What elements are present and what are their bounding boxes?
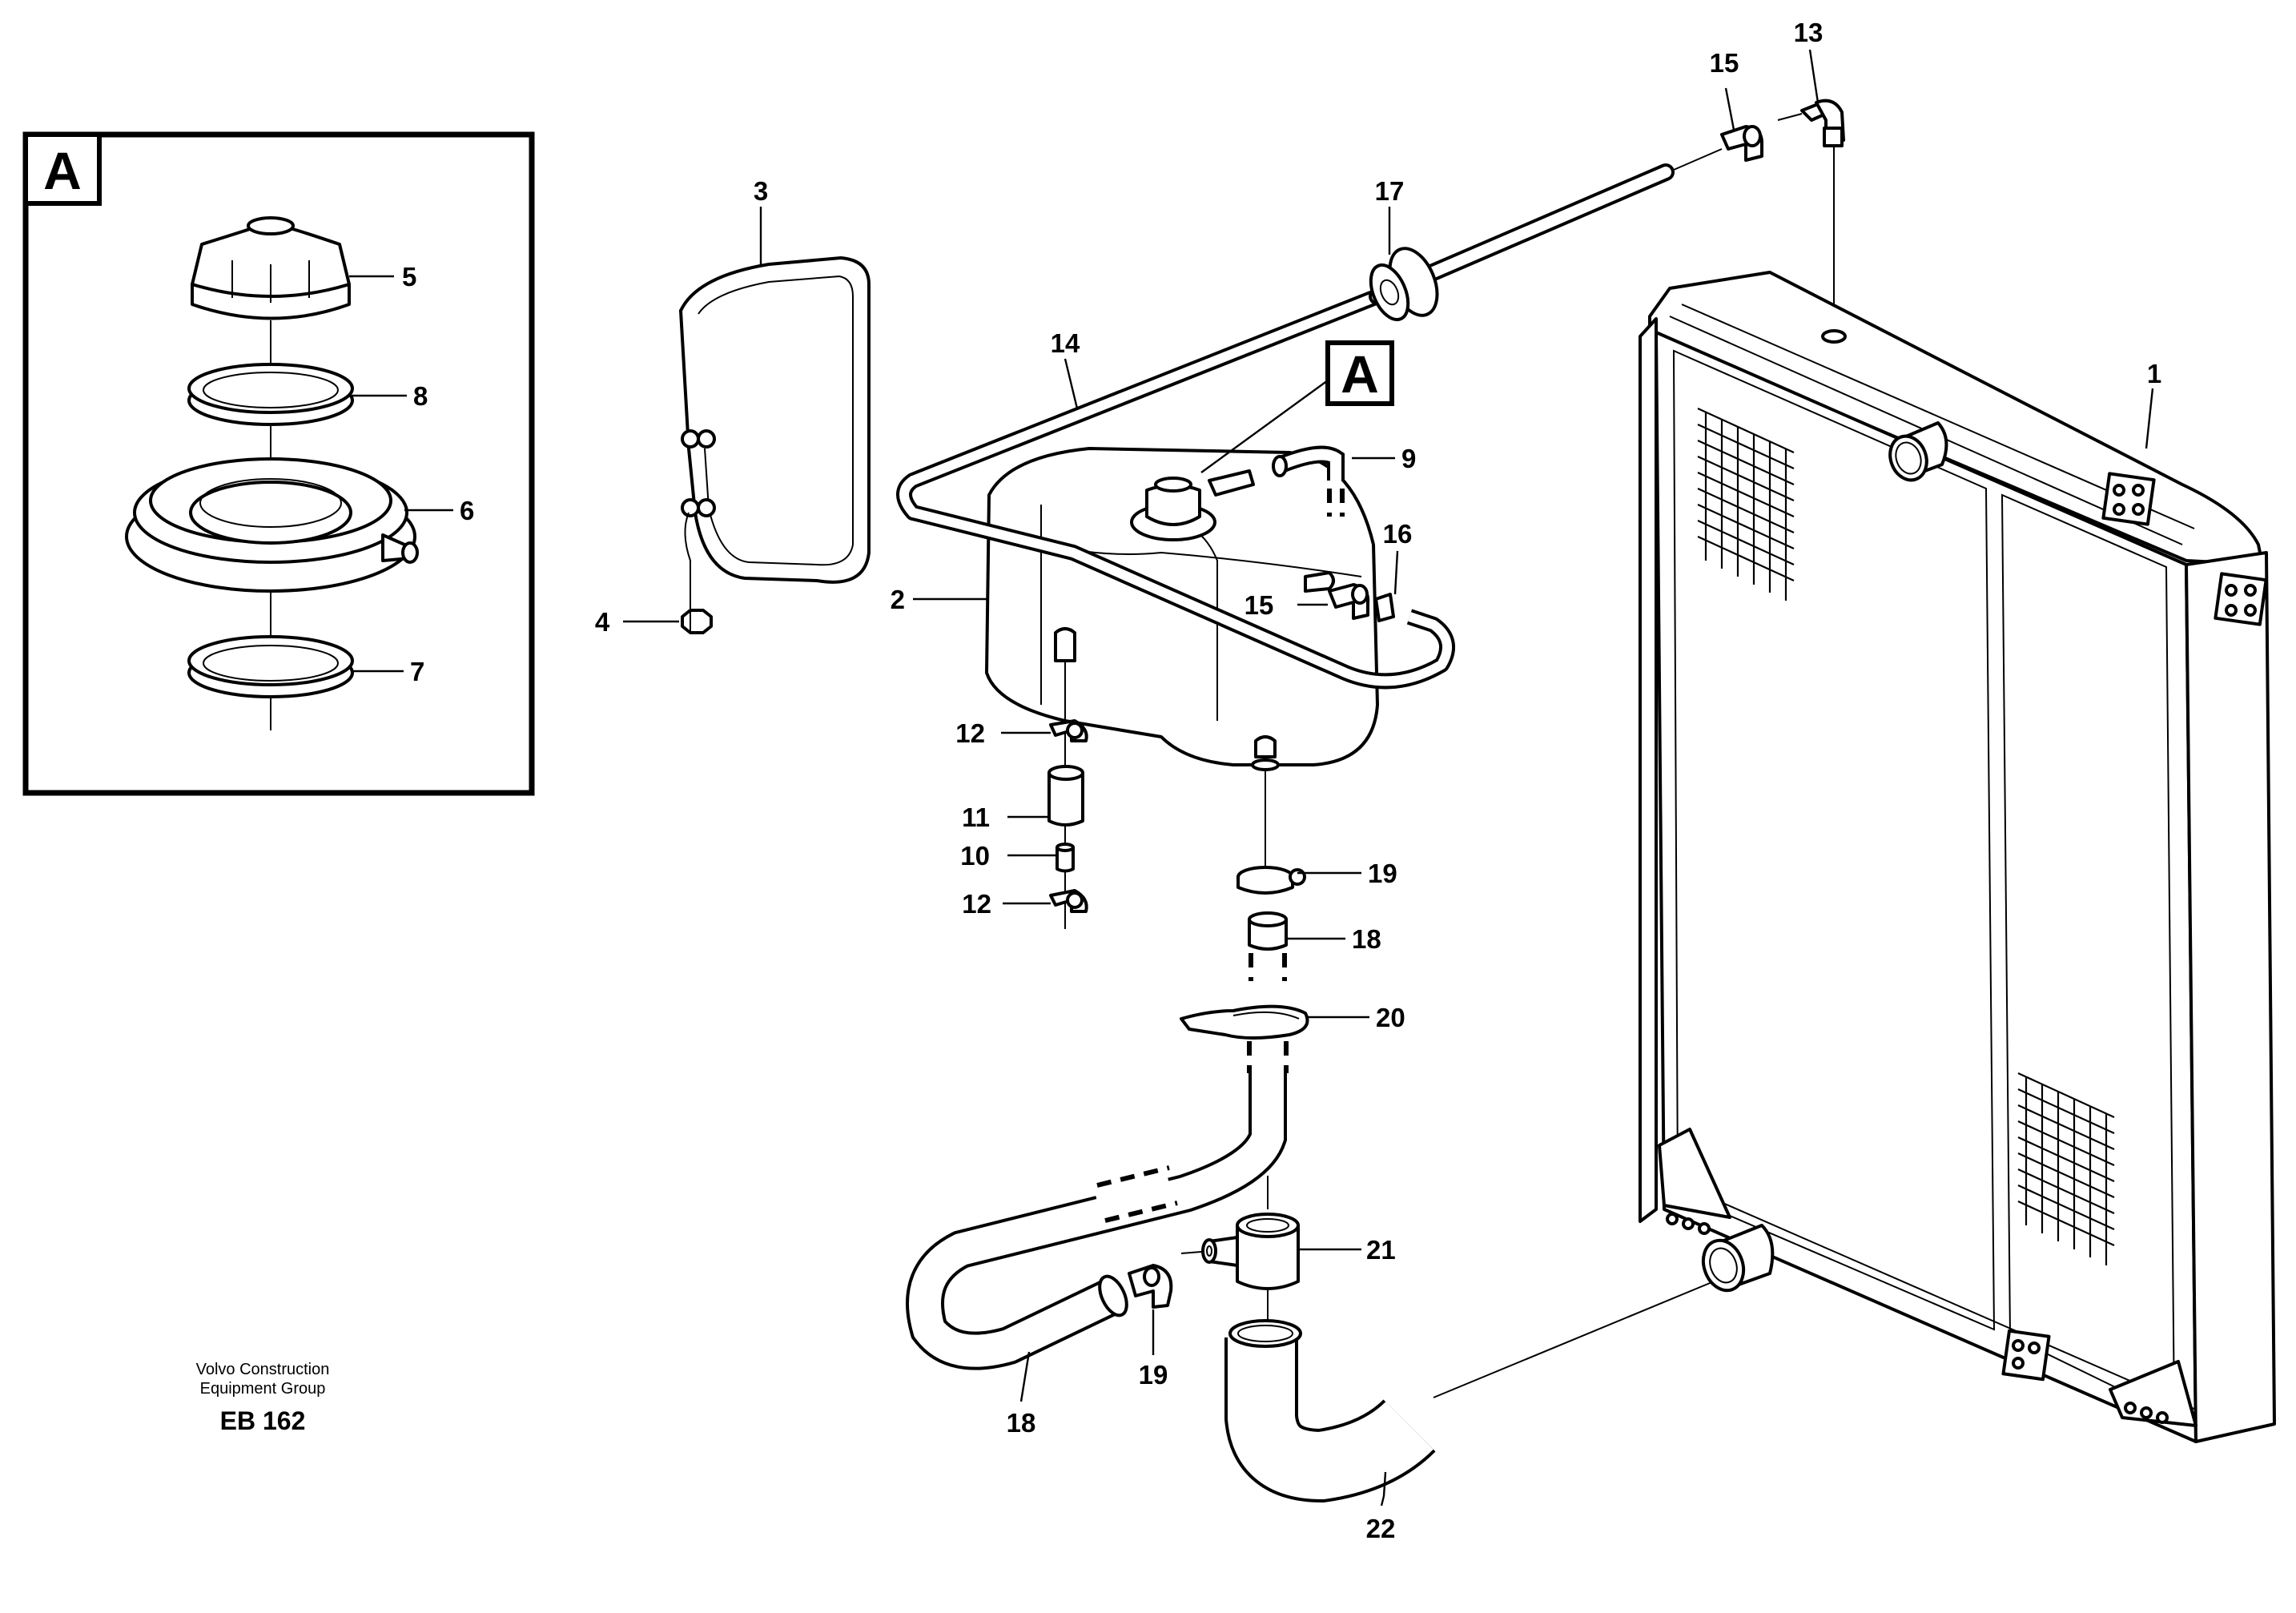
lower-radiator-hose-part-22 — [1224, 1281, 1715, 1503]
radiator-part-1 — [1639, 271, 2276, 1443]
hose-clamp-part-15-upper — [1720, 125, 1763, 162]
pipe-end-part-16 — [1374, 593, 1395, 622]
overflow-pipe-part-14 — [896, 288, 1455, 690]
callout-5: 5 — [402, 262, 416, 292]
callout-9: 9 — [1401, 444, 1416, 473]
callout-8: 8 — [413, 381, 428, 411]
filler-neck-part-6 — [125, 457, 419, 593]
callout-7: 7 — [410, 657, 424, 686]
filler-cap-part-5 — [191, 216, 351, 320]
callout-4: 4 — [595, 607, 610, 637]
callout-6: 6 — [460, 496, 474, 525]
callout-13: 13 — [1794, 18, 1824, 47]
long-pipe-part-17 — [1369, 163, 1675, 322]
callout-18-lower: 18 — [1007, 1408, 1036, 1438]
hose-clamp-part-12-upper — [1049, 719, 1088, 742]
publisher-caption: Volvo Construction Equipment Group EB 16… — [196, 1361, 330, 1435]
callout-19-lower: 19 — [1139, 1360, 1168, 1390]
callout-22: 22 — [1366, 1514, 1396, 1543]
hose-part-11 — [1047, 765, 1084, 827]
callout-12-upper: 12 — [955, 718, 985, 748]
callout-20: 20 — [1376, 1003, 1405, 1032]
callout-21: 21 — [1366, 1235, 1396, 1265]
seal-ring-part-8 — [187, 363, 354, 426]
callout-10: 10 — [960, 841, 990, 871]
detail-label: A — [43, 141, 82, 200]
hose-clamp-part-19-upper — [1236, 866, 1306, 895]
callout-15-mid: 15 — [1245, 590, 1274, 620]
hose-clamp-part-15-mid — [1328, 583, 1370, 620]
cable-tie-part-20 — [1180, 1004, 1309, 1040]
detail-view-a: A — [22, 131, 535, 796]
detail-marker-label: A — [1341, 344, 1379, 404]
tank-strap-part-3 — [679, 256, 871, 609]
callout-11: 11 — [962, 802, 990, 832]
hose-clamp-part-12-lower — [1049, 889, 1088, 913]
tee-connector-part-21 — [1180, 1176, 1300, 1290]
angle-fitting-part-13 — [1777, 99, 1845, 336]
callout-14: 14 — [1051, 328, 1080, 358]
callout-3: 3 — [754, 176, 768, 206]
hose-part-18-lower — [906, 1041, 1289, 1370]
lower-ring-part-7 — [187, 635, 354, 698]
hose-clamp-part-19-lower — [1128, 1264, 1173, 1309]
nut-part-4 — [681, 609, 713, 634]
caption-line-1: Volvo Construction — [196, 1361, 330, 1378]
hose-part-18-upper — [1248, 911, 1288, 981]
callout-19-upper: 19 — [1368, 859, 1397, 888]
callout-18-upper: 18 — [1352, 924, 1381, 954]
callout-2: 2 — [891, 585, 905, 614]
callout-16: 16 — [1383, 519, 1413, 549]
caption-line-2: Equipment Group — [200, 1380, 326, 1398]
callout-12-lower: 12 — [962, 889, 991, 919]
callout-1: 1 — [2147, 359, 2161, 388]
callout-15-upper: 15 — [1710, 48, 1739, 78]
detail-marker-a: A — [1200, 340, 1394, 473]
detail-label-box — [23, 132, 102, 206]
callout-17: 17 — [1375, 176, 1405, 206]
vent-hose-part-9 — [1272, 445, 1345, 517]
caption-code: EB 162 — [220, 1406, 306, 1435]
connector-part-10 — [1056, 843, 1075, 873]
